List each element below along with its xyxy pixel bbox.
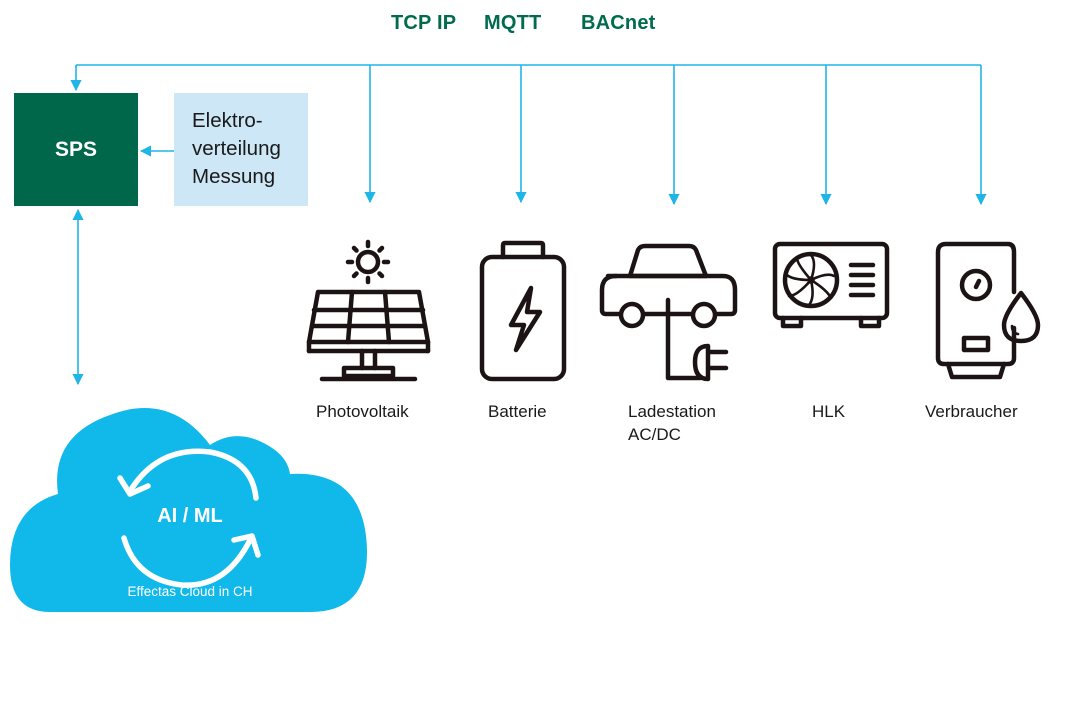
device-label-photovoltaik: Photovoltaik	[316, 402, 409, 421]
device-label-ladestation: Ladestation AC/DC	[628, 400, 716, 446]
cloud-icon	[10, 408, 368, 612]
metering-line-3: Messung	[192, 165, 276, 188]
solar-panel-icon	[306, 239, 431, 382]
protocol-bacnet: BACnet	[581, 12, 656, 34]
metering-box: Elektro- verteilung Messung	[174, 93, 308, 206]
hvac-unit-icon	[772, 241, 890, 329]
sps-label: SPS	[54, 137, 98, 161]
effectas-cloud: AI / ML Effectas Cloud in CH	[10, 390, 370, 615]
refresh-cycle-icon	[117, 448, 261, 588]
device-label-verbraucher: Verbraucher	[925, 402, 1018, 421]
battery-icon	[479, 240, 567, 382]
cloud-subtitle: Effectas Cloud in CH	[127, 584, 253, 599]
cloud-title: AI / ML	[157, 505, 223, 527]
metering-line-2: verteilung	[192, 137, 281, 160]
ladestation-line-2: AC/DC	[628, 425, 681, 444]
protocol-tcp-ip: TCP IP	[391, 12, 457, 34]
device-label-hlk: HLK	[812, 402, 846, 421]
water-heater-icon	[935, 241, 1041, 380]
protocol-mqtt: MQTT	[484, 12, 542, 34]
ladestation-line-1: Ladestation	[628, 402, 716, 421]
metering-line-1: Elektro-	[192, 109, 263, 132]
device-label-batterie: Batterie	[488, 402, 547, 421]
sps-controller-box: SPS	[14, 93, 138, 206]
ev-charger-icon	[599, 243, 738, 382]
